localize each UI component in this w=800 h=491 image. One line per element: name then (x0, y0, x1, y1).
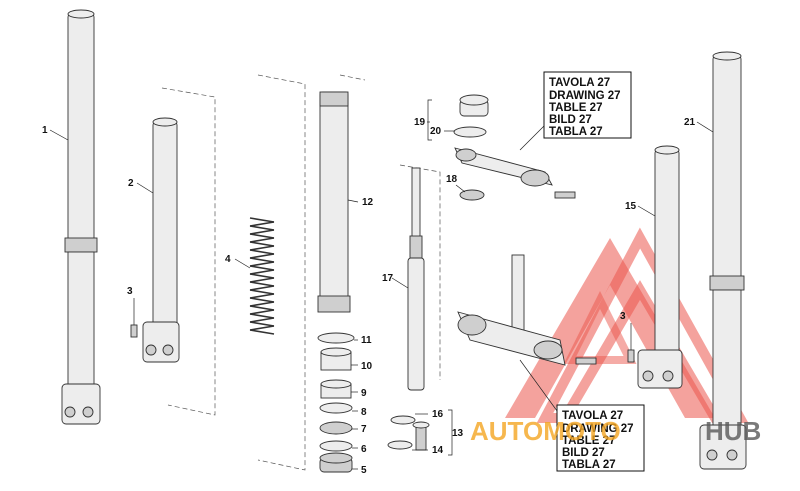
part-label-11: 11 (361, 335, 372, 346)
assembly-dashed-lines (161, 74, 441, 471)
part-19-top-cap (459, 94, 489, 117)
part-label-7: 7 (361, 424, 367, 435)
part-11-clip (317, 332, 355, 344)
part-label-4: 4 (225, 254, 231, 265)
part-14-oring (387, 440, 413, 450)
reference-box-bottom: TAVOLA 27 DRAWING 27 TABLE 27 BILD 27 TA… (556, 404, 645, 472)
ref-bottom-line-4: BILD 27 (562, 447, 605, 459)
ref-bottom-line-5: TABLA 27 (562, 459, 616, 471)
part-21-outer-fork-tube-right (699, 51, 747, 470)
ref-top-line-2: DRAWING 27 (549, 90, 621, 102)
part-4-spring (249, 217, 275, 335)
ref-top-line-4: BILD 27 (549, 114, 592, 126)
watermark-text-right: HUB (705, 416, 761, 446)
part-8-washer (319, 402, 353, 414)
ref-bottom-line-1: TAVOLA 27 (562, 410, 623, 422)
part-17-damper-rod (407, 167, 425, 391)
part-1-outer-fork-tube-left (61, 9, 101, 425)
part-3-bolt-right (627, 323, 635, 363)
watermark-logo (505, 227, 749, 423)
part-label-5: 5 (361, 465, 367, 476)
part-label-2: 2 (128, 178, 134, 189)
part-label-3a: 3 (127, 286, 133, 297)
part-label-14: 14 (432, 445, 444, 456)
part-label-20: 20 (430, 126, 442, 137)
label-leaders (49, 121, 714, 470)
part-label-16: 16 (432, 409, 444, 420)
part-13-valve-assembly (412, 421, 430, 451)
part-label-12: 12 (362, 197, 374, 208)
part-label-17: 17 (382, 273, 394, 284)
part-label-13: 13 (452, 428, 464, 439)
part-18-washer (459, 189, 485, 201)
part-2-inner-tube-left (142, 117, 180, 363)
part-label-21: 21 (684, 117, 696, 128)
ref-top-line-5: TABLA 27 (549, 126, 603, 138)
part-7-seal (319, 421, 353, 435)
bottom-triple-clamp (457, 254, 597, 366)
part-label-18: 18 (446, 174, 458, 185)
part-label-8: 8 (361, 407, 367, 418)
ref-bottom-line-3: TABLE 27 (562, 435, 615, 447)
part-20-oring (453, 126, 487, 138)
part-label-6: 6 (361, 444, 367, 455)
part-label-9: 9 (361, 388, 367, 399)
part-label-3b: 3 (620, 311, 626, 322)
part-15-inner-tube-right (637, 145, 683, 389)
part-label-10: 10 (361, 361, 373, 372)
ref-top-line-3: TABLE 27 (549, 102, 602, 114)
watermark-text: AUTOMOTO HUB (470, 416, 761, 446)
ref-bottom-line-2: DRAWING 27 (562, 423, 634, 435)
part-5-dust-seal (319, 452, 353, 473)
part-label-15: 15 (625, 201, 637, 212)
part-12-cartridge-tube (317, 91, 351, 313)
part-label-1: 1 (42, 125, 48, 136)
part-9-bushing (320, 379, 352, 399)
reference-box-top: TAVOLA 27 DRAWING 27 TABLE 27 BILD 27 TA… (543, 71, 632, 139)
part-3-bolt-left (130, 298, 138, 338)
part-6-ring (319, 440, 353, 452)
part-10-bushing (320, 347, 352, 371)
top-triple-clamp (454, 147, 576, 199)
part-label-19: 19 (414, 117, 426, 128)
watermark-text-left: AUTOMOTO (470, 416, 621, 446)
ref-top-line-1: TAVOLA 27 (549, 77, 610, 89)
part-16-oring (390, 415, 416, 425)
